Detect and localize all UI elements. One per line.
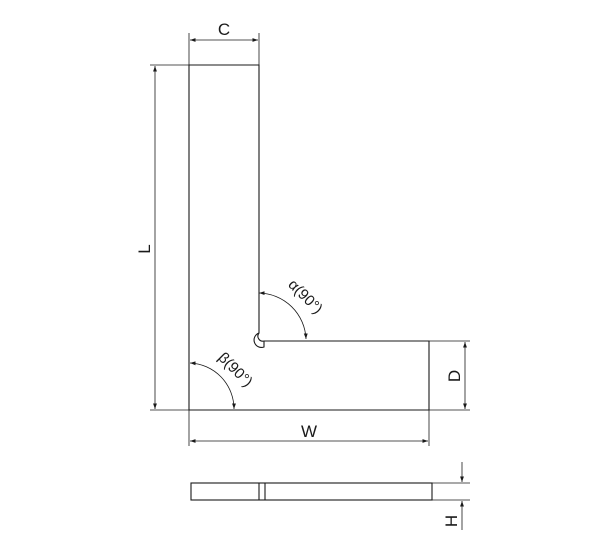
angle-alpha: α(90°): [258, 276, 326, 340]
dimension-d: D: [429, 340, 470, 411]
dimension-c-label: C: [218, 20, 230, 39]
dimension-h-label: H: [442, 515, 461, 527]
dimension-l: L: [135, 64, 189, 411]
dimension-c: C: [188, 20, 260, 65]
side-view: H: [190, 462, 470, 530]
angle-beta-label: β(90°): [215, 349, 256, 390]
angle-beta: β(90°): [189, 349, 256, 410]
dimension-w: W: [188, 410, 430, 446]
angle-alpha-label: α(90°): [285, 276, 326, 317]
dimension-l-label: L: [135, 244, 154, 253]
relief-notch: [253, 332, 265, 348]
dimension-d-label: D: [445, 370, 464, 382]
dimension-w-label: W: [301, 422, 317, 441]
